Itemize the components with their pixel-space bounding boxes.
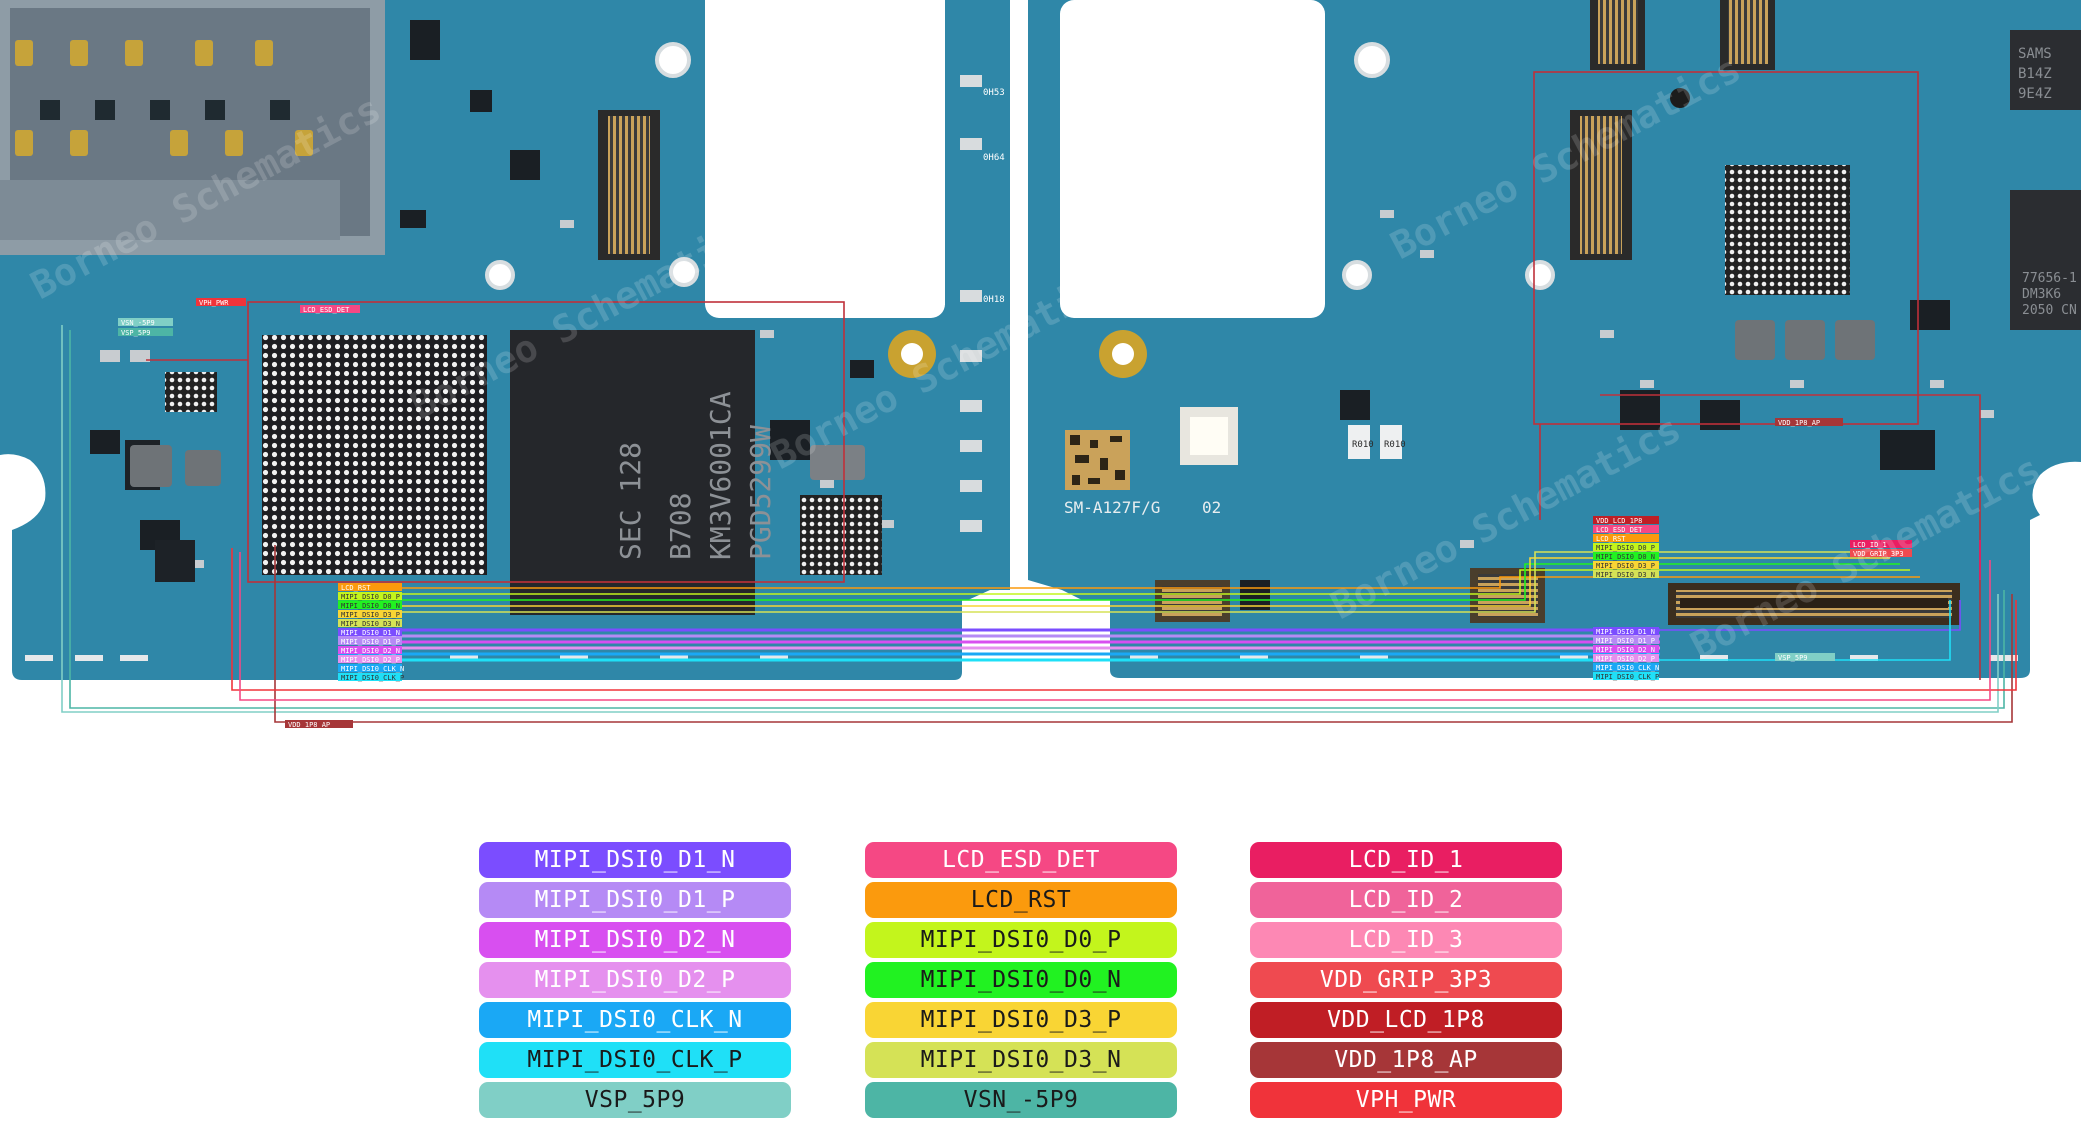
svg-text:PGD5299W: PGD5299W [744, 425, 777, 560]
svg-text:MIPI_DSI0_D3_P: MIPI_DSI0_D3_P [1596, 562, 1655, 570]
svg-text:MIPI_DSI0_CLK_P: MIPI_DSI0_CLK_P [1596, 673, 1659, 681]
svg-text:VDD_GRIP_3P3: VDD_GRIP_3P3 [1853, 550, 1904, 558]
legend-item-vdd-lcd-1p8: VDD_LCD_1P8 [1250, 1002, 1562, 1038]
sim-contacts [15, 40, 313, 156]
svg-text:B14Z: B14Z [2018, 66, 2052, 82]
legend-item-vsp-5p9: VSP_5P9 [479, 1082, 791, 1118]
svg-text:R010: R010 [1384, 440, 1406, 450]
legend-item-vdd-grip-3p3: VDD_GRIP_3P3 [1250, 962, 1562, 998]
svg-text:MIPI_DSI0_D2_N: MIPI_DSI0_D2_N [341, 647, 400, 655]
svg-text:MIPI_DSI0_D0_P: MIPI_DSI0_D0_P [1596, 544, 1655, 552]
resistor-labels: R010 R010 [1352, 440, 1406, 450]
svg-text:0H18: 0H18 [983, 295, 1005, 305]
svg-text:SEC 128: SEC 128 [614, 442, 647, 560]
legend-item-mipi-dsi0-d1-n: MIPI_DSI0_D1_N [479, 842, 791, 878]
svg-text:LCD_RST: LCD_RST [1596, 535, 1626, 543]
left-signal-labels: VSN_-5P9 VSP_5P9 VPH_PWR LCD_ESD_DET LCD… [118, 298, 404, 729]
legend-item-vdd-1p8-ap: VDD_1P8_AP [1250, 1042, 1562, 1078]
svg-text:KM3V6001CA: KM3V6001CA [704, 391, 737, 560]
trace-overlay [61, 71, 2017, 723]
svg-text:LCD_RST: LCD_RST [341, 584, 371, 592]
svg-text:VPH_PWR: VPH_PWR [199, 299, 229, 307]
legend-item-mipi-dsi0-d3-n: MIPI_DSI0_D3_N [865, 1042, 1177, 1078]
legend-item-mipi-dsi0-clk-n: MIPI_DSI0_CLK_N [479, 1002, 791, 1038]
svg-text:MIPI_DSI0_CLK_N: MIPI_DSI0_CLK_N [341, 665, 404, 673]
soc-bga [262, 335, 487, 575]
legend-item-lcd-id-1: LCD_ID_1 [1250, 842, 1562, 878]
svg-text:0H64: 0H64 [983, 153, 1005, 163]
svg-text:MIPI_DSI0_D0_N: MIPI_DSI0_D0_N [341, 602, 400, 610]
svg-text:VDD_LCD_1P8: VDD_LCD_1P8 [1596, 517, 1642, 525]
svg-text:0H53: 0H53 [983, 88, 1005, 98]
svg-text:SAMS: SAMS [2018, 46, 2052, 62]
legend-item-mipi-dsi0-clk-p: MIPI_DSI0_CLK_P [479, 1042, 791, 1078]
test-point-labels: 0H53 0H64 0H18 [983, 88, 1005, 305]
pmic-bga [800, 495, 882, 575]
svg-text:MIPI_DSI0_D0_P: MIPI_DSI0_D0_P [341, 593, 400, 601]
legend-item-mipi-dsi0-d0-p: MIPI_DSI0_D0_P [865, 922, 1177, 958]
mount-hole [669, 257, 699, 287]
svg-text:MIPI_DSI0_D2_P: MIPI_DSI0_D2_P [1596, 655, 1655, 663]
mount-hole [655, 42, 691, 78]
svg-text:DM3K6: DM3K6 [2022, 287, 2061, 302]
legend-item-mipi-dsi0-d1-p: MIPI_DSI0_D1_P [479, 882, 791, 918]
svg-text:MIPI_DSI0_D3_N: MIPI_DSI0_D3_N [1596, 571, 1655, 579]
left-cutout [705, 0, 945, 318]
legend-item-vph-pwr: VPH_PWR [1250, 1082, 1562, 1118]
right-board: SM-A127F/G 02 SAMS B14Z 9E4Z 77656-1 DM3… [1028, 0, 2081, 678]
svg-text:MIPI_DSI0_D2_N: MIPI_DSI0_D2_N [1596, 646, 1655, 654]
svg-text:VSN_-5P9: VSN_-5P9 [121, 319, 155, 327]
right-bga [1725, 165, 1850, 295]
svg-text:MIPI_DSI0_D1_N: MIPI_DSI0_D1_N [341, 629, 400, 637]
mount-hole [1525, 260, 1555, 290]
legend-item-vsn-5p9: VSN_-5P9 [865, 1082, 1177, 1118]
svg-text:VDD_1P8_AP: VDD_1P8_AP [1778, 419, 1820, 427]
legend-item-mipi-dsi0-d2-p: MIPI_DSI0_D2_P [479, 962, 791, 998]
svg-text:LCD_ESD_DET: LCD_ESD_DET [1596, 526, 1643, 534]
right-signal-labels: VDD_LCD_1P8 LCD_ESD_DET LCD_RST MIPI_DSI… [1593, 418, 1912, 681]
svg-text:VSP_5P9: VSP_5P9 [121, 329, 151, 337]
svg-text:MIPI_DSI0_D1_N: MIPI_DSI0_D1_N [1596, 628, 1655, 636]
legend-item-lcd-id-2: LCD_ID_2 [1250, 882, 1562, 918]
legend-item-lcd-esd-det: LCD_ESD_DET [865, 842, 1177, 878]
svg-text:VDD_1P8_AP: VDD_1P8_AP [288, 721, 330, 729]
rf-chip-marking: 77656-1 DM3K6 2050 CN [2022, 271, 2077, 318]
legend-item-lcd-rst: LCD_RST [865, 882, 1177, 918]
mount-hole [1342, 260, 1372, 290]
svg-text:VSP_5P9: VSP_5P9 [1778, 654, 1808, 662]
left-board: SEC 128 B708 KM3V6001CA PGD5299W 0H53 0H… [0, 0, 1010, 680]
mount-hole [1354, 42, 1390, 78]
side-chip [2010, 30, 2081, 110]
resistors [1348, 425, 1402, 459]
side-chip-marking: SAMS B14Z 9E4Z [2018, 46, 2052, 102]
legend-item-lcd-id-3: LCD_ID_3 [1250, 922, 1562, 958]
svg-text:MIPI_DSI0_D1_P: MIPI_DSI0_D1_P [341, 638, 400, 646]
rf-chip [2010, 190, 2081, 330]
svg-text:LCD_ID_1: LCD_ID_1 [1853, 541, 1887, 549]
memory-chip [510, 330, 755, 615]
svg-text:77656-1: 77656-1 [2022, 271, 2077, 286]
svg-text:LCD_ESD_DET: LCD_ESD_DET [303, 306, 350, 314]
memory-chip-marking: SEC 128 B708 KM3V6001CA PGD5299W [614, 391, 777, 560]
legend-item-mipi-dsi0-d3-p: MIPI_DSI0_D3_P [865, 1002, 1177, 1038]
right-cutout [1060, 0, 1325, 318]
svg-text:2050 CN: 2050 CN [2022, 303, 2077, 318]
svg-text:MIPI_DSI0_CLK_N: MIPI_DSI0_CLK_N [1596, 664, 1659, 672]
svg-text:B708: B708 [664, 493, 697, 560]
svg-text:MIPI_DSI0_D3_N: MIPI_DSI0_D3_N [341, 620, 400, 628]
mount-hole [485, 260, 515, 290]
legend-item-mipi-dsi0-d2-n: MIPI_DSI0_D2_N [479, 922, 791, 958]
svg-text:9E4Z: 9E4Z [2018, 86, 2052, 102]
svg-text:MIPI_DSI0_D3_P: MIPI_DSI0_D3_P [341, 611, 400, 619]
model-label: SM-A127F/G [1064, 498, 1160, 517]
svg-text:MIPI_DSI0_D2_P: MIPI_DSI0_D2_P [341, 656, 400, 664]
svg-text:MIPI_DSI0_D1_P: MIPI_DSI0_D1_P [1596, 637, 1655, 645]
svg-text:MIPI_DSI0_D0_N: MIPI_DSI0_D0_N [1596, 553, 1655, 561]
svg-text:MIPI_DSI0_CLK_P: MIPI_DSI0_CLK_P [341, 674, 404, 682]
svg-text:R010: R010 [1352, 440, 1374, 450]
legend-item-mipi-dsi0-d0-n: MIPI_DSI0_D0_N [865, 962, 1177, 998]
revision-label: 02 [1202, 498, 1221, 517]
